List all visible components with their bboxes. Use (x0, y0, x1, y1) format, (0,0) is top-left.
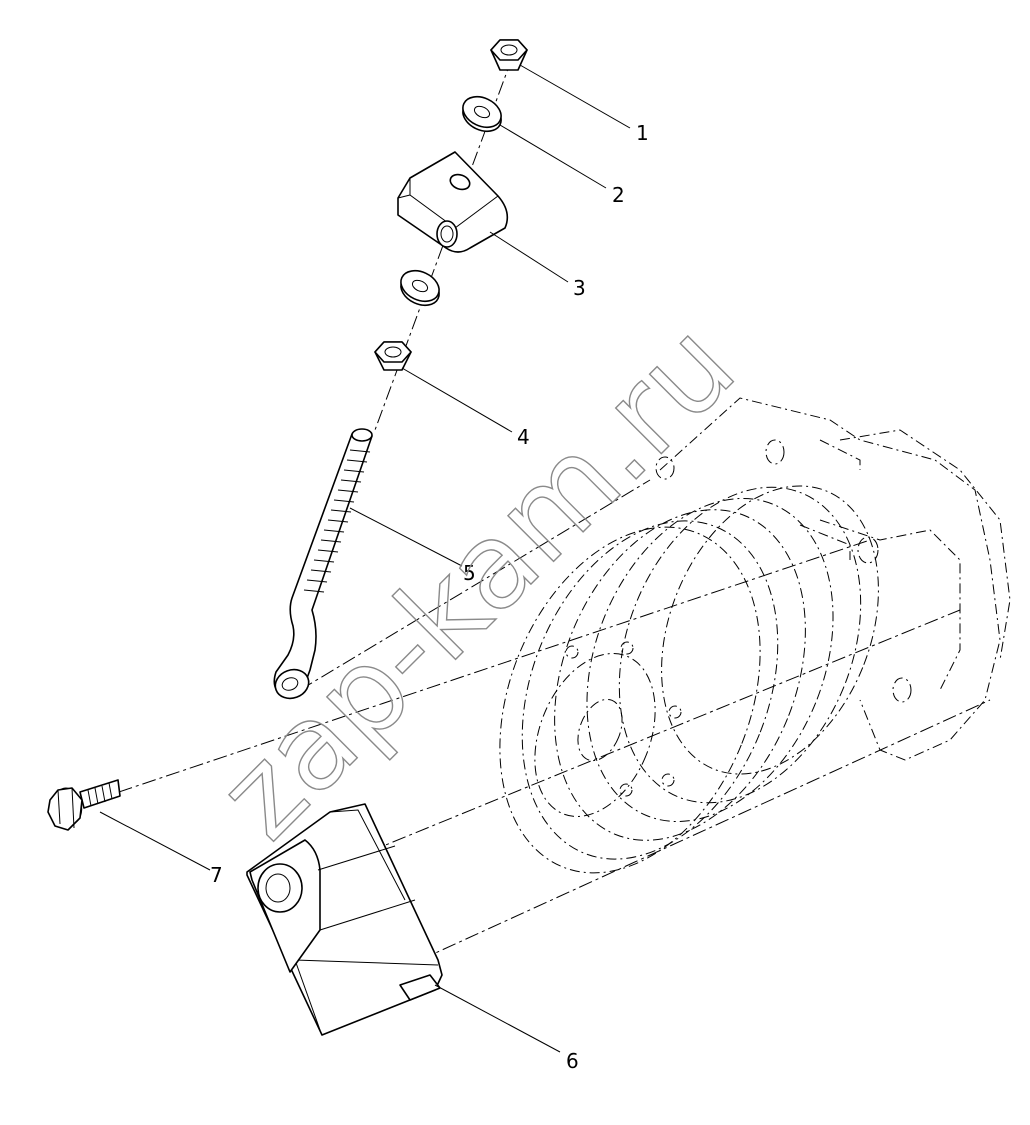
bolt-thread-hatching (87, 782, 113, 807)
tensioner-housing (246, 803, 443, 1036)
callout-6: 6 (566, 1049, 579, 1073)
bracket (397, 151, 509, 253)
nut-top (490, 39, 528, 71)
callout-3: 3 (573, 276, 586, 300)
callout-2: 2 (612, 183, 625, 207)
callout-7: 7 (210, 863, 223, 887)
watermark-text: zap-kam.ru (192, 296, 761, 865)
washer-top (462, 95, 502, 133)
rod-thread-hatching (303, 449, 371, 593)
washer-lower (400, 269, 440, 307)
nut-lower (374, 341, 412, 371)
callout-labels: 1 2 3 4 5 6 7 (210, 121, 649, 1073)
flange-bolt (47, 779, 121, 831)
callout-1: 1 (636, 121, 649, 145)
threaded-rod (273, 428, 373, 700)
callout-5: 5 (463, 561, 476, 585)
leader-lines (99, 64, 631, 1053)
callout-4: 4 (517, 425, 530, 449)
